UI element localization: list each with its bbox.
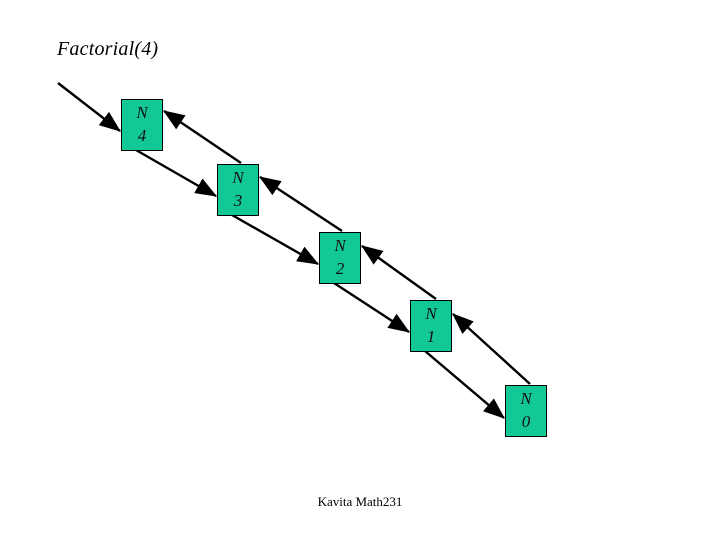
edge-call-10-call-arrow (424, 350, 505, 419)
edge-ret-23-return-arrow (258, 175, 343, 233)
edge-call-32-call-arrow (231, 213, 320, 266)
node-value: 1 (426, 327, 436, 346)
page-title: Factorial(4) (57, 38, 159, 60)
edge-layer (57, 82, 531, 419)
node-label: N (334, 236, 346, 256)
node-label: N (520, 389, 532, 409)
edge-call-21-call-arrow (333, 281, 411, 334)
footer-caption: Kavita Math231 (317, 494, 403, 509)
node-value: 3 (233, 191, 243, 210)
edge-ret-12-return-arrow (361, 245, 437, 300)
edge-entry-call-arrow (57, 82, 121, 132)
node-value: 2 (335, 259, 345, 278)
edge-ret-01-return-arrow (452, 313, 531, 385)
node-value: 0 (521, 412, 531, 431)
node-value: 4 (137, 126, 147, 145)
edge-ret-34-return-arrow (163, 110, 242, 164)
edge-call-43-call-arrow (135, 148, 218, 198)
node-label: N (425, 304, 437, 324)
node-label: N (232, 168, 244, 188)
node-label: N (136, 103, 148, 123)
